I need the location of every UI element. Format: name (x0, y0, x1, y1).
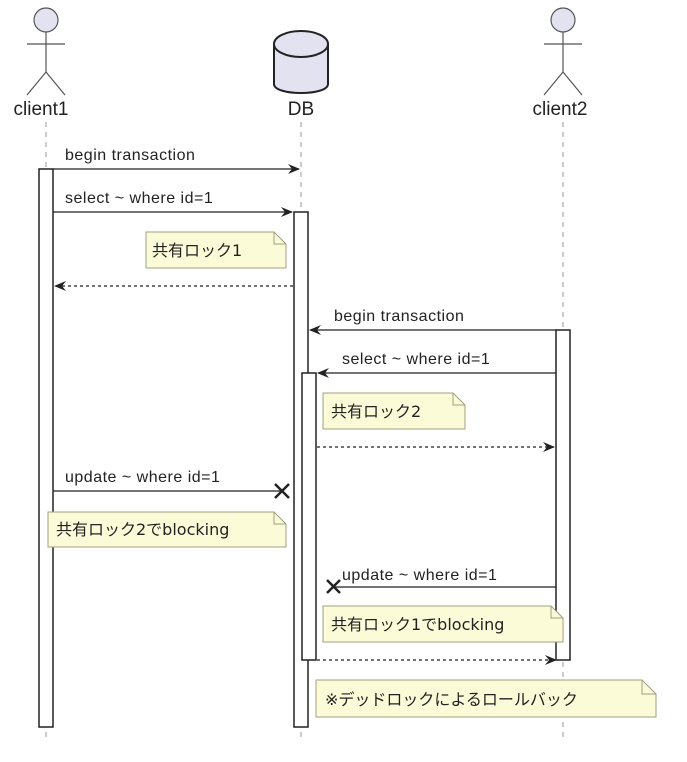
svg-text:begin transaction: begin transaction (334, 308, 464, 325)
note-blocking-lock-2: 共有ロック2でblocking (47, 511, 287, 548)
message-select-client2: select ~ where id=1 (317, 351, 556, 378)
message-select-client1: select ~ where id=1 (53, 190, 293, 217)
svg-text:共有ロック1: 共有ロック1 (152, 241, 242, 260)
note-shared-lock-2: 共有ロック2 (322, 392, 466, 430)
activation-db-2 (301, 372, 317, 661)
svg-text:update ~ where id=1: update ~ where id=1 (342, 567, 497, 584)
activation-client2 (555, 329, 571, 661)
svg-text:select ~ where id=1: select ~ where id=1 (342, 351, 490, 368)
note-blocking-lock-1: 共有ロック1でblocking (322, 605, 564, 643)
participant-label-client2: client2 (533, 99, 588, 120)
cross-icon (274, 483, 290, 499)
message-update-client1: update ~ where id=1 (53, 469, 290, 499)
svg-text:共有ロック2: 共有ロック2 (331, 402, 421, 421)
note-shared-lock-1: 共有ロック1 (145, 231, 287, 269)
message-begin-transaction-client2: begin transaction (309, 308, 556, 335)
svg-text:共有ロック1でblocking: 共有ロック1でblocking (331, 615, 504, 634)
svg-text:共有ロック2でblocking: 共有ロック2でblocking (56, 520, 229, 539)
participant-label-client1: client1 (14, 99, 69, 120)
svg-text:※デッドロックによるロールバック: ※デッドロックによるロールバック (325, 690, 578, 709)
message-update-client2: update ~ where id=1 (326, 567, 556, 594)
svg-text:update ~ where id=1: update ~ where id=1 (65, 469, 220, 486)
note-deadlock-rollback: ※デッドロックによるロールバック (315, 679, 657, 718)
participant-label-db: DB (288, 99, 314, 120)
actor-client1-icon (26, 7, 66, 96)
database-db-icon (273, 30, 329, 94)
activation-client1 (38, 168, 54, 728)
actor-client2-icon (543, 7, 583, 96)
cross-icon (326, 579, 341, 594)
message-begin-transaction-client1: begin transaction (53, 147, 300, 174)
svg-text:begin transaction: begin transaction (65, 147, 195, 164)
svg-text:select ~ where id=1: select ~ where id=1 (65, 190, 213, 207)
